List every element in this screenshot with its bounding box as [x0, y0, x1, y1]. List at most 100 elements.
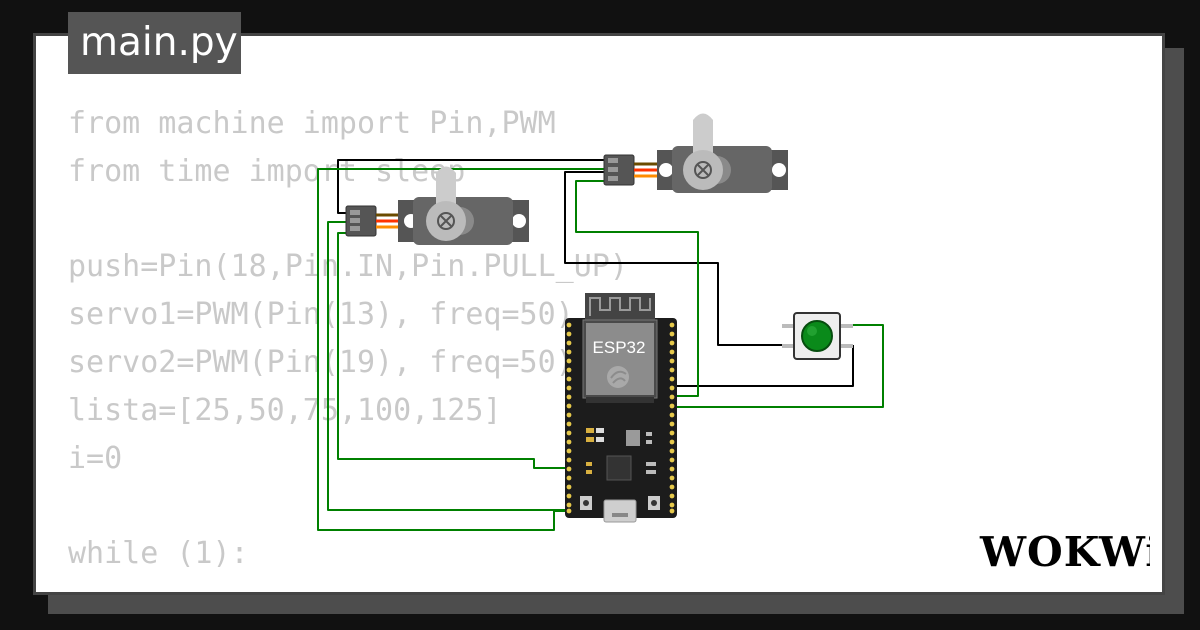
esp32-pin[interactable] [566, 457, 572, 463]
esp32-pin[interactable] [566, 322, 572, 328]
code-line: while (1): [68, 536, 249, 571]
esp32-smd [586, 428, 594, 433]
code-line: servo2=PWM(Pin(19), freq=50) [68, 345, 574, 380]
pushbutton-cap[interactable] [801, 320, 833, 352]
servo-2-pin [608, 167, 618, 172]
esp32-right-pins [669, 322, 675, 514]
esp32-pin[interactable] [669, 439, 675, 445]
esp32-pin[interactable] [566, 448, 572, 454]
code-line: servo1=PWM(Pin(13), freq=50) [68, 297, 574, 332]
servo-1-pin [350, 218, 360, 223]
esp32-pin[interactable] [566, 403, 572, 409]
esp32-antenna-trace [589, 297, 651, 316]
esp32-pin[interactable] [669, 484, 675, 490]
esp32-pin[interactable] [669, 493, 675, 499]
esp32-pin[interactable] [566, 358, 572, 364]
esp32-regulator [626, 430, 640, 446]
servo-1[interactable] [345, 166, 529, 246]
esp32-pin[interactable] [566, 439, 572, 445]
wokwi-logo: WOKWi [979, 528, 1150, 576]
esp32-pin[interactable] [566, 412, 572, 418]
servo-1-pin [350, 210, 360, 215]
servo-2-screw-cross [697, 164, 709, 176]
wire-servo1-signal[interactable] [337, 232, 566, 469]
esp32-usb-chip [606, 455, 632, 481]
esp32-pin[interactable] [566, 430, 572, 436]
esp32-pin[interactable] [669, 421, 675, 427]
esp32-pin[interactable] [669, 394, 675, 400]
esp32-module-pads [586, 397, 654, 403]
esp32-pin[interactable] [669, 502, 675, 508]
esp32-pin[interactable] [566, 421, 572, 427]
espressif-logo-swirl [610, 370, 627, 384]
file-tab[interactable]: main.py [68, 12, 241, 74]
esp32-pin[interactable] [566, 376, 572, 382]
espressif-logo-icon [607, 366, 629, 388]
esp32-pin[interactable] [669, 457, 675, 463]
esp32-smd [586, 470, 592, 474]
pushbutton-leg [838, 344, 853, 348]
code-line: from machine import Pin,PWM [68, 106, 556, 141]
esp32-en-button-cap [583, 500, 589, 506]
servo-2[interactable] [603, 113, 788, 194]
servo-1-mount-hole [512, 214, 526, 228]
code-line: push=Pin(18,Pin.IN,Pin.PULL_UP) [68, 249, 628, 284]
esp32-pin[interactable] [669, 403, 675, 409]
esp32-pin[interactable] [566, 394, 572, 400]
esp32-usb-port[interactable] [603, 499, 637, 523]
esp32-pin[interactable] [669, 448, 675, 454]
wire-gnd-servo1[interactable] [337, 159, 604, 214]
esp32-pin[interactable] [566, 508, 572, 514]
esp32-pin[interactable] [669, 358, 675, 364]
esp32-pin[interactable] [566, 385, 572, 391]
esp32-smd [646, 470, 656, 474]
esp32-pin[interactable] [566, 502, 572, 508]
esp32-pin[interactable] [566, 349, 572, 355]
esp32-smd [646, 440, 652, 444]
wire-gnd-esp32[interactable] [675, 345, 854, 387]
esp32-pin[interactable] [566, 475, 572, 481]
esp32-label: ESP32 [593, 338, 646, 357]
file-tab-label: main.py [80, 20, 238, 65]
servo-1-screw-cross [440, 215, 452, 227]
servo-2-mount-hole [659, 163, 673, 177]
esp32-pin[interactable] [669, 466, 675, 472]
wire-gnd-button[interactable] [564, 171, 792, 346]
esp32-pin[interactable] [669, 331, 675, 337]
servo-1-pin [350, 226, 360, 231]
esp32-pin[interactable] [669, 475, 675, 481]
esp32-pin[interactable] [566, 493, 572, 499]
servo-1-screw-icon [437, 212, 455, 230]
servo-2-screw-icon [694, 161, 712, 179]
esp32-pin[interactable] [669, 376, 675, 382]
wire-button-signal[interactable] [675, 324, 884, 408]
esp32-pin[interactable] [669, 412, 675, 418]
esp32-pin[interactable] [566, 466, 572, 472]
esp32-pin[interactable] [566, 331, 572, 337]
servo-2-pin [608, 158, 618, 163]
esp32-boot-button-cap [651, 500, 657, 506]
esp32-pin[interactable] [669, 430, 675, 436]
esp32-smd [596, 428, 604, 433]
esp32-smd [586, 462, 592, 466]
code-line: lista=[25,50,75,100,125] [68, 393, 502, 428]
esp32-pin[interactable] [669, 385, 675, 391]
code-preview: from machine import Pin,PWM from time im… [68, 100, 628, 578]
wokwi-logo-text: WOKWi [979, 528, 1150, 576]
esp32-pin[interactable] [566, 340, 572, 346]
esp32-smd [596, 437, 604, 442]
esp32-usb-slot [612, 513, 628, 517]
esp32-pin[interactable] [566, 367, 572, 373]
esp32-pin[interactable] [669, 322, 675, 328]
esp32-pin[interactable] [669, 367, 675, 373]
esp32-board[interactable]: ESP32 [565, 293, 677, 523]
esp32-pin[interactable] [669, 508, 675, 514]
esp32-pin[interactable] [669, 349, 675, 355]
esp32-left-pins [566, 322, 572, 514]
esp32-pin[interactable] [566, 484, 572, 490]
wire-servo1-vcc[interactable] [327, 221, 566, 511]
esp32-pin[interactable] [669, 340, 675, 346]
wire-servo2-signal[interactable] [575, 180, 699, 397]
pushbutton[interactable] [782, 312, 853, 360]
